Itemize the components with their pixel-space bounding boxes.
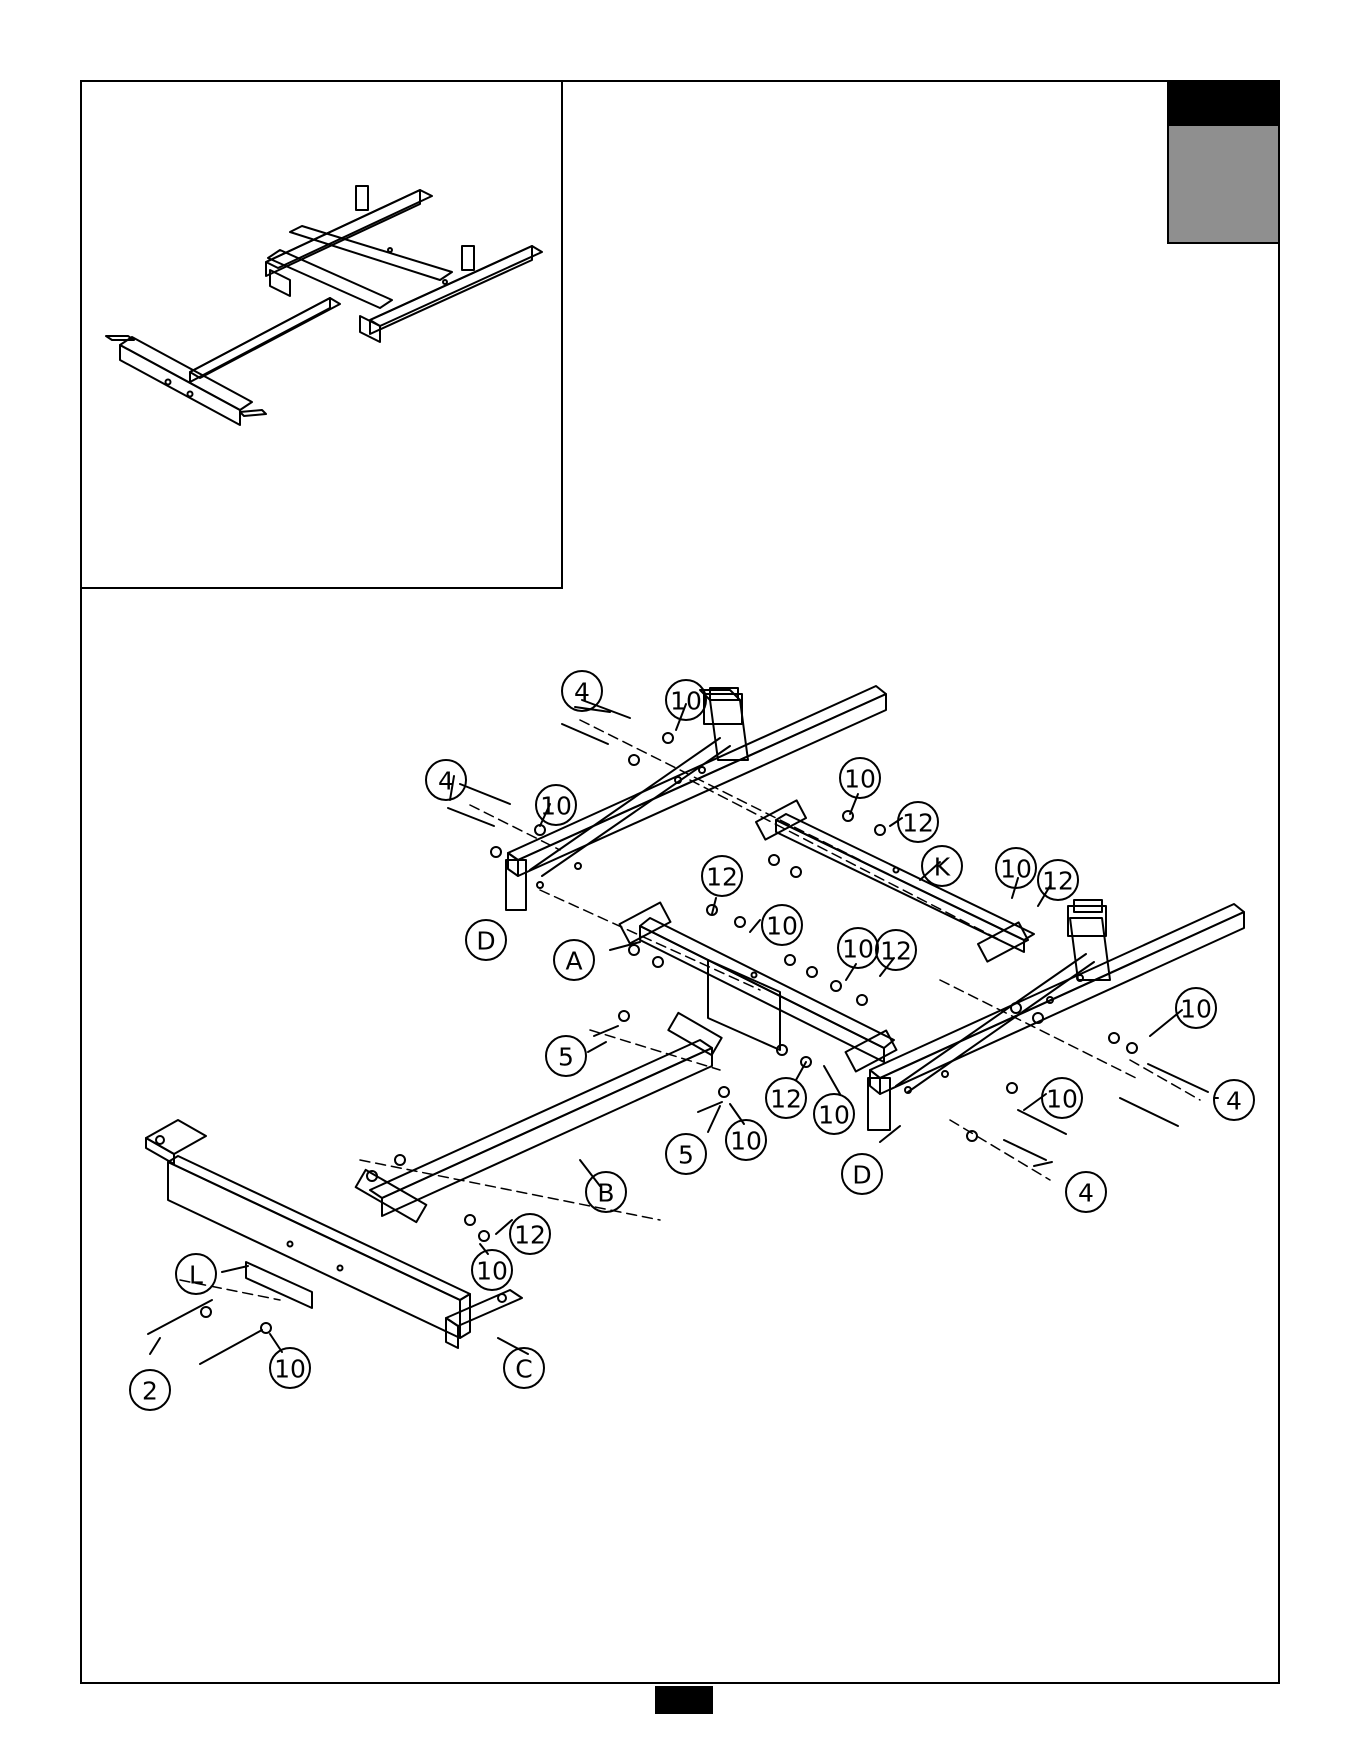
callout-label: 12 xyxy=(706,863,738,892)
callout-label: 10 xyxy=(1000,855,1032,884)
callout-label: 2 xyxy=(142,1377,158,1406)
callout-label: 10 xyxy=(730,1127,762,1156)
callout-label-part-b: B xyxy=(597,1179,614,1208)
overview-frame-drawing xyxy=(106,186,542,425)
callout-label: 10 xyxy=(1180,995,1212,1024)
callout-label: 10 xyxy=(1046,1085,1078,1114)
callout-label: 5 xyxy=(558,1043,574,1072)
callout-label-part-a: A xyxy=(565,947,582,976)
callout-label: 4 xyxy=(1226,1087,1242,1116)
callout-label: 4 xyxy=(1078,1179,1094,1208)
callout-label: 10 xyxy=(844,765,876,794)
part-b xyxy=(356,1013,722,1222)
bolts xyxy=(148,700,1208,1364)
assembly-lines xyxy=(180,720,1200,1300)
callout-label: 10 xyxy=(670,687,702,716)
callout-label-part-d: D xyxy=(476,927,495,956)
callout-label: 10 xyxy=(540,792,572,821)
callout-label-part-d: D xyxy=(852,1161,871,1190)
callout-label: 10 xyxy=(476,1257,508,1286)
callout-label: 10 xyxy=(842,935,874,964)
callout-label: 10 xyxy=(818,1101,850,1130)
part-l xyxy=(246,1262,312,1308)
callout-label: 12 xyxy=(770,1085,802,1114)
callout-label: 12 xyxy=(1042,867,1074,896)
callout-label: 4 xyxy=(438,767,454,796)
callout-label-part-k: K xyxy=(934,853,951,882)
callout-label: 4 xyxy=(574,678,590,707)
callout-label: 12 xyxy=(514,1221,546,1250)
callout-label-part-l: L xyxy=(189,1261,203,1290)
callout-labels: 4 10 4 10 10 12 D A K 10 12 12 10 10 12 … xyxy=(142,678,1242,1406)
callout-label: 10 xyxy=(766,912,798,941)
callout-label: 12 xyxy=(880,937,912,966)
callout-label-part-c: C xyxy=(515,1355,532,1384)
callout-label: 12 xyxy=(902,809,934,838)
callout-label: 5 xyxy=(678,1141,694,1170)
callout-label: 10 xyxy=(274,1355,306,1384)
